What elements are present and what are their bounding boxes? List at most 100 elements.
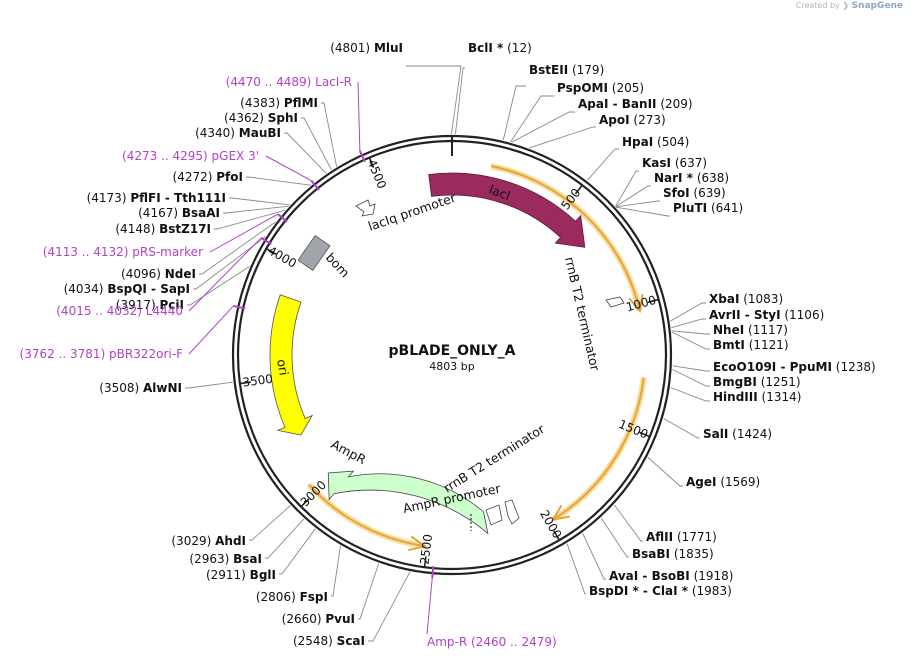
site-name: PflMI xyxy=(284,96,318,110)
primer-label: (3762 .. 3781) pBR322ori-F xyxy=(20,347,184,361)
site-name: BclI * xyxy=(468,41,504,55)
site-name: PciI xyxy=(160,298,185,312)
restriction-site-label: PspOMI (205) xyxy=(557,81,644,95)
site-name: PfoI xyxy=(216,170,243,184)
ampr-label: AmpR xyxy=(329,436,369,467)
restriction-site-label: (4383) PflMI xyxy=(240,96,318,110)
site-position: (1569) xyxy=(720,475,760,489)
tick-label: 4500 xyxy=(364,157,389,191)
site-position: (1251) xyxy=(761,375,801,389)
primer-leader-line xyxy=(265,155,312,182)
site-position: (1106) xyxy=(784,308,824,322)
bom-feature-box xyxy=(297,234,331,272)
primer-label: (4470 .. 4489) LacI-R xyxy=(226,75,352,89)
restriction-site-label: (2660) PvuI xyxy=(282,612,355,626)
site-position: (2911) xyxy=(206,568,246,582)
site-name: HindIII xyxy=(713,390,758,404)
primer-leader-line xyxy=(357,81,361,151)
orf-arcs xyxy=(306,163,647,552)
site-name: BglI xyxy=(250,568,276,582)
site-position: (3029) xyxy=(171,534,211,548)
ori-label: ori xyxy=(274,358,292,377)
site-position: (1918) xyxy=(694,569,734,583)
site-name: XbaI xyxy=(709,292,739,306)
tick-mark xyxy=(423,556,427,568)
plasmid-name: pBLADE_ONLY_A xyxy=(389,343,516,359)
laciq-promoter-label: lacIq promoter xyxy=(366,190,458,234)
rrnb-terminator-marker-1 xyxy=(605,296,625,308)
site-position: (4173) xyxy=(87,191,127,205)
orf-arc xyxy=(490,165,641,312)
site-name: AlwNI xyxy=(143,381,182,395)
orf-arc xyxy=(308,483,425,548)
restriction-site-label: AvrII - StyI (1106) xyxy=(709,308,824,322)
site-name: AflII xyxy=(646,530,673,544)
credit: Created by ❯ SnapGene xyxy=(796,1,903,11)
site-name: MauBI xyxy=(239,126,281,140)
site-leader-line xyxy=(663,418,700,439)
site-leader-line xyxy=(265,518,305,559)
site-leader-line xyxy=(214,209,286,230)
tick-mark xyxy=(300,498,310,508)
primer-leader-line xyxy=(188,237,262,312)
site-leader-line xyxy=(600,517,629,558)
restriction-site-label: BmtI (1121) xyxy=(713,338,789,352)
restriction-site-label: ApoI (273) xyxy=(599,113,666,127)
site-leader-line xyxy=(613,504,643,542)
orf-arrowhead xyxy=(551,504,570,521)
site-position: (4362) xyxy=(224,111,264,125)
site-position: (1117) xyxy=(748,323,788,337)
tick-label: 4000 xyxy=(265,243,298,270)
tick-mark xyxy=(239,381,251,385)
site-name: PspOMI xyxy=(557,81,608,95)
site-name: BstZ17I xyxy=(159,222,211,236)
site-leader-line xyxy=(185,381,233,389)
site-position: (637) xyxy=(675,156,707,170)
restriction-site-label: BspDI * - ClaI * (1983) xyxy=(589,584,732,598)
site-name: FspI xyxy=(300,590,328,604)
site-name: BmgBI xyxy=(713,375,757,389)
credit-brand: SnapGene xyxy=(851,1,903,11)
restriction-site-label: EcoO109I - PpuMI (1238) xyxy=(713,360,876,374)
site-name: EcoO109I - PpuMI xyxy=(713,360,832,374)
site-name: NarI * xyxy=(654,171,694,185)
site-leader-line xyxy=(587,148,619,181)
site-name: BsaI xyxy=(233,552,262,566)
site-position: (4034) xyxy=(64,282,104,296)
site-position: (2548) xyxy=(293,634,333,648)
restriction-site-label: XbaI (1083) xyxy=(709,292,783,306)
site-position: (4148) xyxy=(115,222,155,236)
tick-mark xyxy=(647,298,659,304)
restriction-site-label: NheI (1117) xyxy=(713,323,788,337)
site-name: PflFI - Tth111I xyxy=(130,191,226,205)
restriction-site-label: BclI * (12) xyxy=(468,41,532,55)
leader-lines xyxy=(185,65,710,642)
site-position: (639) xyxy=(693,186,725,200)
restriction-site-label: (2548) ScaI xyxy=(293,634,365,648)
restriction-site-label: (3029) AhdI xyxy=(171,534,246,548)
site-position: (12) xyxy=(507,41,532,55)
site-name: AgeI xyxy=(686,475,716,489)
site-leader-line xyxy=(223,205,289,214)
site-leader-line xyxy=(368,571,411,642)
site-leader-line xyxy=(358,563,380,620)
site-name: NheI xyxy=(713,323,744,337)
site-leader-line xyxy=(582,533,606,580)
site-name: SphI xyxy=(268,111,298,125)
site-position: (2963) xyxy=(189,552,229,566)
primer-label: (4113 .. 4132) pRS-marker xyxy=(43,245,203,259)
site-leader-line xyxy=(671,318,706,329)
restriction-site-label: BstEII (179) xyxy=(529,63,604,77)
site-name: BspDI * - ClaI * xyxy=(589,584,689,598)
restriction-site-label: (4340) MauBI xyxy=(195,126,281,140)
tick-label: 3500 xyxy=(242,372,274,390)
site-leader-line xyxy=(529,126,596,149)
site-position: (273) xyxy=(633,113,665,127)
site-position: (3917) xyxy=(116,298,156,312)
snapgene-logo-icon: ❯ xyxy=(842,1,850,10)
plasmid-length: 4803 bp xyxy=(429,360,474,373)
site-name: ApaI - BanII xyxy=(578,97,657,111)
site-name: BsaAI xyxy=(182,206,220,220)
site-position: (1083) xyxy=(743,292,783,306)
